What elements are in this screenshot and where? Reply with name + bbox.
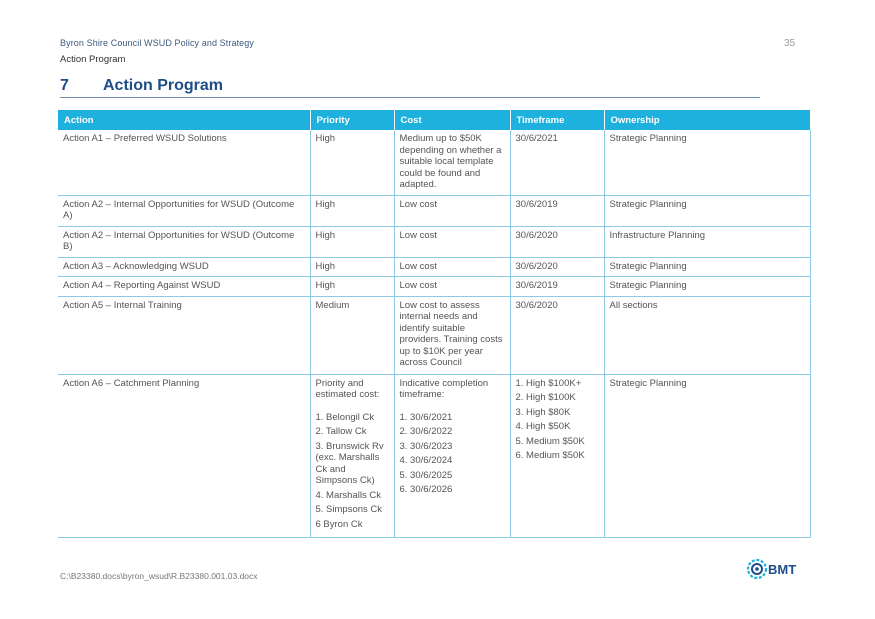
cell-action: Action A2 – Internal Opportunities for W… (58, 226, 311, 258)
cell-action: Action A1 – Preferred WSUD Solutions (58, 130, 311, 196)
table-row: Action A4 – Reporting Against WSUD High … (58, 276, 811, 297)
list-item: 4. 30/6/2024 (399, 455, 453, 466)
cell-action: Action A4 – Reporting Against WSUD (58, 276, 311, 297)
list-item: 2. Tallow Ck (315, 426, 367, 437)
cell-action: Action A2 – Internal Opportunities for W… (58, 195, 311, 227)
completion-list: 1. 30/6/2021 2. 30/6/2022 3. 30/6/2023 4… (400, 412, 505, 496)
list-item: 2. High $100K (515, 392, 576, 403)
cell-priority: Priority and estimated cost: 1. Belongil… (310, 374, 395, 538)
cell-timeframe: 30/6/2019 (510, 276, 605, 297)
list-item: 6. Medium $50K (515, 450, 585, 461)
list-item: 5. 30/6/2025 (399, 469, 453, 481)
column-header-action: Action (58, 110, 311, 130)
bmt-logo-text: BMT (768, 562, 797, 577)
list-item: 1. Belongil Ck (315, 411, 375, 423)
cell-timeframe: 30/6/2021 (510, 130, 605, 196)
cell-cost: Low cost (394, 195, 511, 227)
cell-priority: High (310, 257, 395, 277)
cell-ownership: Strategic Planning (604, 195, 811, 227)
priority-list: 1. Belongil Ck 2. Tallow Ck 3. Brunswick… (316, 412, 389, 531)
footer-file-path: C:\B23380.docs\byron_wsud\R.B23380.001.0… (60, 571, 258, 581)
bmt-logo: BMT (746, 556, 806, 582)
list-item: 3. High $80K (515, 406, 571, 418)
priority-intro: Priority and estimated cost: (315, 377, 380, 401)
table-row: Action A2 – Internal Opportunities for W… (58, 195, 811, 227)
bmt-globe-icon (746, 558, 768, 580)
cell-action: Action A5 – Internal Training (58, 296, 311, 375)
cell-ownership: Strategic Planning (604, 130, 811, 196)
cell-ownership: Strategic Planning (604, 276, 811, 297)
cell-ownership: Strategic Planning (604, 374, 811, 538)
list-item: 4. Marshalls Ck (315, 489, 381, 501)
list-item: 3. 30/6/2023 (399, 440, 453, 452)
cost-intro: Indicative completion timeframe: (399, 377, 489, 401)
cell-timeframe: 30/6/2020 (510, 296, 605, 375)
section-title: Action Program (103, 77, 224, 94)
cell-priority: High (310, 276, 395, 297)
cell-action: Action A6 – Catchment Planning (58, 374, 311, 538)
cell-cost: Low cost to assess internal needs and id… (394, 296, 511, 375)
cost-estimate-list: 1. High $100K+ 2. High $100K 3. High $80… (516, 378, 599, 462)
table-row: Action A2 – Internal Opportunities for W… (58, 226, 811, 258)
cell-cost: Indicative completion timeframe: 1. 30/6… (394, 374, 511, 538)
table-header-row: Action Priority Cost Timeframe Ownership (58, 110, 810, 130)
cell-priority: High (310, 226, 395, 258)
cell-timeframe: 1. High $100K+ 2. High $100K 3. High $80… (510, 374, 605, 538)
list-item: 6 Byron Ck (315, 518, 363, 530)
table-row: Action A3 – Acknowledging WSUD High Low … (58, 257, 811, 277)
list-item: 1. High $100K+ (515, 377, 582, 389)
cell-cost: Low cost (394, 257, 511, 277)
list-item: 5. Medium $50K (515, 435, 585, 447)
document-title: Byron Shire Council WSUD Policy and Stra… (60, 38, 254, 48)
cell-cost: Medium up to $50K depending on whether a… (394, 130, 511, 196)
cell-cost: Low cost (394, 226, 511, 258)
list-item: 3. Brunswick Rv (exc. Marshalls Ck and S… (315, 440, 384, 487)
cell-ownership: Strategic Planning (604, 257, 811, 277)
column-header-timeframe: Timeframe (510, 110, 605, 130)
cell-priority: High (310, 130, 395, 196)
section-number: 7 (60, 77, 69, 94)
cell-ownership: All sections (604, 296, 811, 375)
list-item: 1. 30/6/2021 (399, 411, 453, 423)
action-program-table: Action Priority Cost Timeframe Ownership… (58, 110, 811, 538)
column-header-cost: Cost (394, 110, 511, 130)
table-row: Action A1 – Preferred WSUD Solutions Hig… (58, 130, 811, 196)
cell-timeframe: 30/6/2020 (510, 226, 605, 258)
cell-ownership: Infrastructure Planning (604, 226, 811, 258)
cell-action: Action A3 – Acknowledging WSUD (58, 257, 311, 277)
column-header-priority: Priority (310, 110, 395, 130)
list-item: 6. 30/6/2026 (399, 484, 453, 495)
section-heading: 7 Action Program (60, 76, 760, 98)
cell-priority: Medium (310, 296, 395, 375)
list-item: 4. High $50K (515, 421, 571, 432)
table-row: Action A5 – Internal Training Medium Low… (58, 296, 811, 375)
section-name: Action Program (60, 54, 126, 65)
table-row: Action A6 – Catchment Planning Priority … (58, 374, 811, 538)
column-header-ownership: Ownership (604, 110, 810, 130)
cell-timeframe: 30/6/2020 (510, 257, 605, 277)
list-item: 5. Simpsons Ck (315, 504, 383, 515)
list-item: 2. 30/6/2022 (399, 426, 453, 437)
cell-priority: High (310, 195, 395, 227)
cell-timeframe: 30/6/2019 (510, 195, 605, 227)
page-number: 35 (784, 38, 796, 49)
cell-cost: Low cost (394, 276, 511, 297)
